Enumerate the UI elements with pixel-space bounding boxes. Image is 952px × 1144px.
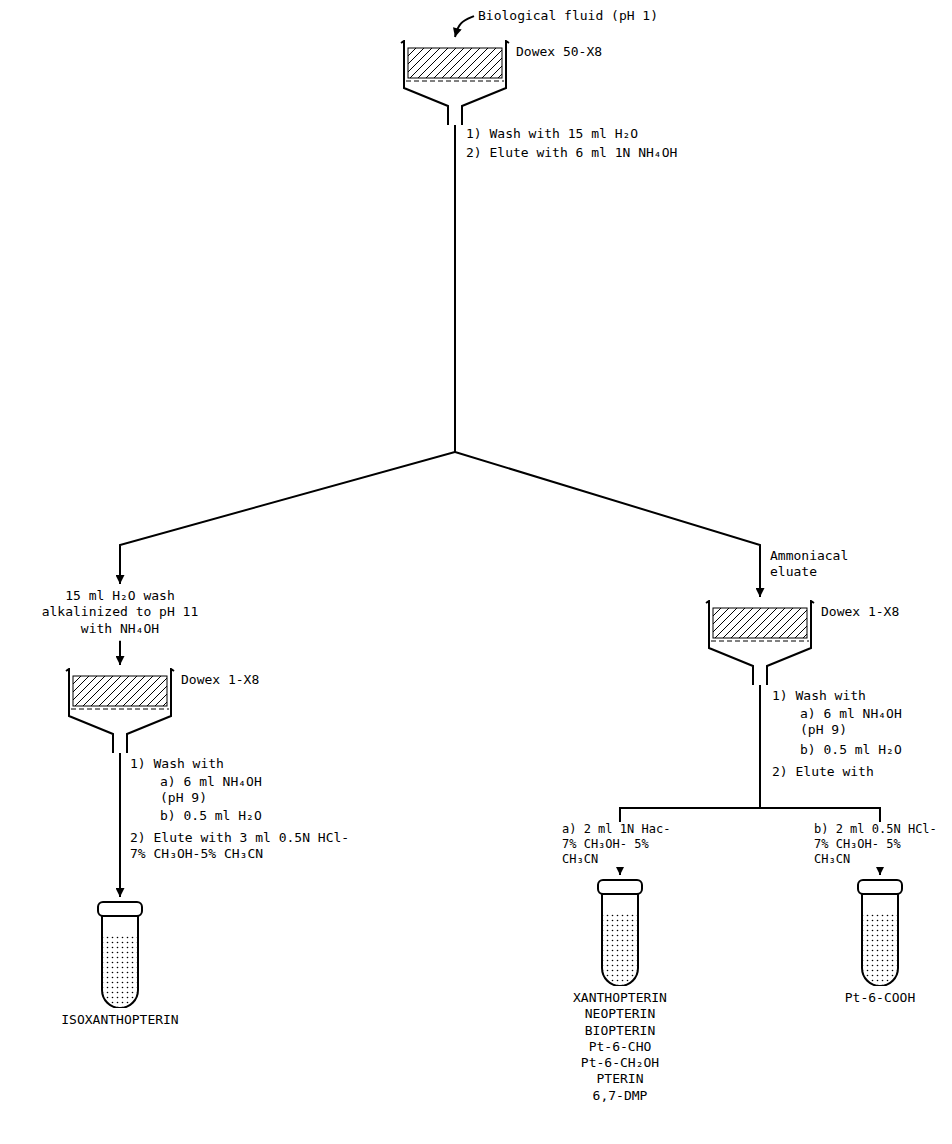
flow-connector <box>120 125 455 584</box>
column-name: Dowex 1-X8 <box>821 604 899 620</box>
column-name: Dowex 1-X8 <box>181 672 259 688</box>
tube-contents <box>862 912 898 986</box>
tube-wall <box>862 894 898 986</box>
column-frit <box>406 81 504 82</box>
product-name: XANTHOPTERIN <box>573 990 667 1006</box>
resin-bed <box>713 608 807 638</box>
column-frit <box>71 709 169 710</box>
flow-connector <box>119 753 121 897</box>
tube-cap <box>598 880 642 894</box>
tube-contents <box>602 912 638 986</box>
edge-label: Ammoniacal eluate <box>770 548 865 581</box>
test-tube: Pt-6-COOH <box>845 878 915 1006</box>
product-name: PTERIN <box>597 1071 644 1087</box>
procedure-step: b) 0.5 ml H₂O <box>160 808 262 824</box>
product-name: Pt-6-CH₂OH <box>581 1055 659 1071</box>
product-name: Pt-6-COOH <box>845 990 915 1006</box>
column-outline <box>400 40 510 125</box>
column-wall <box>66 669 174 753</box>
text-node: 15 ml H₂O wash alkalinized to pH 11 with… <box>34 588 206 637</box>
product-name: NEOPTERIN <box>585 1006 655 1022</box>
tube-outline <box>850 878 910 986</box>
tube-cap <box>858 880 902 894</box>
ion-exchange-column: Dowex 1-X8 <box>65 668 175 753</box>
column-frit <box>711 641 809 642</box>
column-wall <box>401 41 509 125</box>
column-wall <box>706 601 814 685</box>
procedure-step: 2) Elute with <box>772 764 874 780</box>
procedure-step: 2) Elute with 3 ml 0.5N HCl- 7% CH₃OH-5%… <box>130 830 356 863</box>
procedure-step: b) 0.5 ml H₂O <box>800 742 902 758</box>
test-tube: ISOXANTHOPTERIN <box>61 900 178 1028</box>
resin-bed <box>73 676 167 706</box>
edge-label: b) 2 ml 0.5N HCl- 7% CH₃OH- 5% CH₃CN <box>812 822 944 867</box>
flow-connector <box>455 16 474 37</box>
product-name: ISOXANTHOPTERIN <box>61 1012 178 1028</box>
tube-outline <box>90 900 150 1008</box>
column-name: Dowex 50-X8 <box>516 44 602 60</box>
tube-contents <box>102 934 138 1008</box>
node-text: Biological fluid (pH 1) <box>478 8 708 24</box>
tube-wall <box>102 916 138 1008</box>
ion-exchange-column: Dowex 50-X8 <box>400 40 510 125</box>
tube-outline <box>590 878 650 986</box>
procedure-step: 1) Wash with <box>130 756 224 772</box>
edge-label: a) 2 ml 1N Hac- 7% CH₃OH- 5% CH₃CN <box>560 822 684 867</box>
node-text: 15 ml H₂O wash alkalinized to pH 11 with… <box>34 588 206 637</box>
procedure-step: 2) Elute with 6 ml 1N NH₄OH <box>466 145 677 161</box>
product-name: 6,7-DMP <box>593 1088 648 1104</box>
product-name: BIOPTERIN <box>585 1023 655 1039</box>
procedure-step: 1) Wash with 15 ml H₂O <box>466 126 638 142</box>
procedure-step: 1) Wash with <box>772 688 866 704</box>
resin-bed <box>408 48 502 78</box>
product-name: Pt-6-CHO <box>589 1039 652 1055</box>
ion-exchange-column: Dowex 1-X8 <box>705 600 815 685</box>
tube-wall <box>602 894 638 986</box>
flow-connector <box>119 641 121 665</box>
tube-cap <box>98 902 142 916</box>
text-node: Biological fluid (pH 1) <box>478 8 708 24</box>
procedure-step: a) 6 ml NH₄OH (pH 9) <box>160 774 272 807</box>
column-outline <box>705 600 815 685</box>
procedure-step: a) 6 ml NH₄OH (pH 9) <box>800 706 912 739</box>
test-tube: XANTHOPTERINNEOPTERINBIOPTERINPt-6-CHOPt… <box>573 878 667 1104</box>
column-outline <box>65 668 175 753</box>
flow-connector <box>455 125 760 597</box>
